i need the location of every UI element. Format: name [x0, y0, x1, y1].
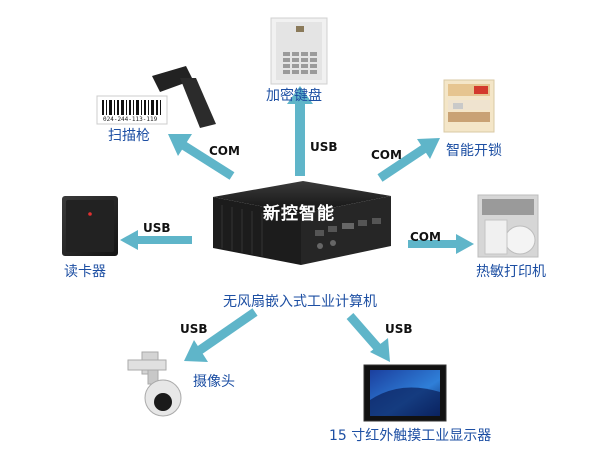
- conn-camera: USB: [180, 322, 208, 336]
- label-camera: 摄像头: [193, 374, 235, 390]
- conn-card-reader: USB: [143, 221, 171, 235]
- arrow-touchscreen-shaft: [346, 313, 382, 351]
- arrow-camera-head: [184, 340, 208, 362]
- label-lock: 智能开锁: [446, 143, 502, 159]
- label-printer: 热敏打印机: [476, 264, 546, 280]
- center-caption: 无风扇嵌入式工业计算机: [223, 294, 377, 310]
- arrow-camera-shaft: [197, 308, 258, 354]
- industrial-pc-image: [213, 181, 391, 265]
- conn-printer: COM: [410, 230, 441, 244]
- label-scanner: 扫描枪: [108, 128, 150, 144]
- thermal-printer-image: [477, 194, 539, 258]
- barcode-text: 024-244-113-119: [103, 116, 158, 123]
- scanner-image: [96, 66, 216, 128]
- arrows: [120, 86, 474, 362]
- arrow-card-reader: [120, 230, 192, 250]
- conn-keypad: USB: [310, 140, 338, 154]
- arrow-lock-shaft: [377, 144, 428, 182]
- conn-scanner: COM: [209, 144, 240, 158]
- touchscreen-image: [363, 364, 447, 422]
- camera-image: [127, 351, 182, 417]
- conn-lock: COM: [371, 148, 402, 162]
- arrow-printer: [408, 234, 474, 254]
- smart-lock-image: [443, 79, 495, 133]
- arrow-keypad: [287, 86, 313, 176]
- keypad-image: [270, 17, 328, 85]
- label-card-reader: 读卡器: [64, 264, 106, 280]
- arrow-scanner-head: [168, 134, 192, 156]
- center-title: 新控智能: [263, 204, 335, 224]
- arrow-touchscreen-head: [370, 338, 390, 362]
- label-keypad: 加密键盘: [266, 88, 322, 104]
- label-touchscreen: 15 寸红外触摸工业显示器: [329, 428, 492, 444]
- arrow-scanner-shaft: [180, 141, 235, 180]
- arrow-lock-head: [417, 138, 440, 159]
- conn-touchscreen: USB: [385, 322, 413, 336]
- card-reader-image: [62, 196, 118, 256]
